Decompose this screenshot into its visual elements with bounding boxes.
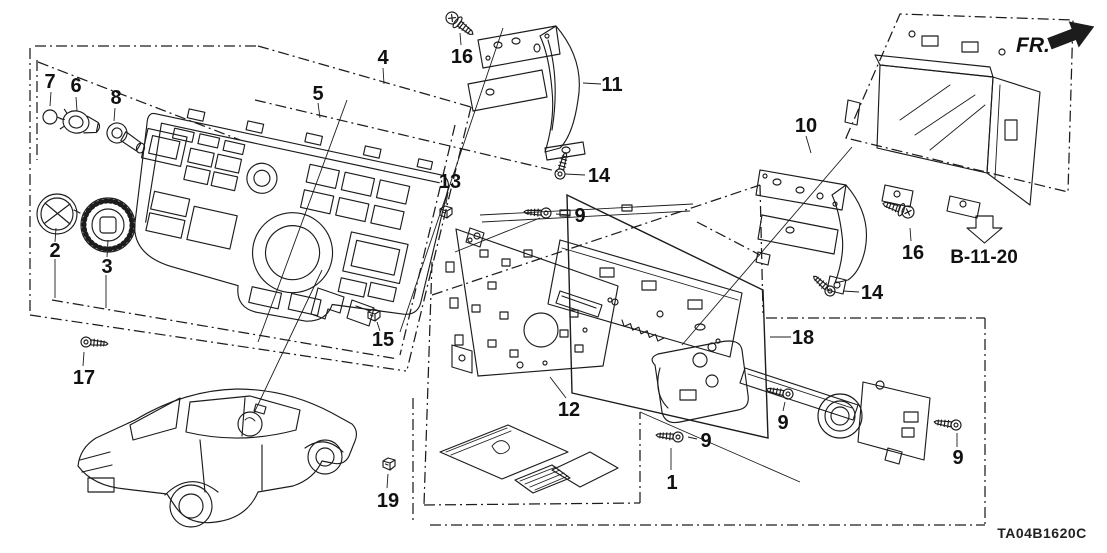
part-label-9-10[interactable]: 9 xyxy=(777,412,788,434)
chassis-unit xyxy=(547,204,743,358)
document-kit xyxy=(439,424,619,494)
reference-b-11-20[interactable]: B-11-20 xyxy=(950,215,1018,268)
screw-14-top xyxy=(553,150,572,181)
part-label-2-1[interactable]: 2 xyxy=(49,240,60,262)
part-label-9-11[interactable]: 9 xyxy=(952,447,963,469)
part-label-16-20[interactable]: 16 xyxy=(902,242,924,264)
bulb-7 xyxy=(42,109,63,125)
circuit-board xyxy=(445,227,619,377)
part-label-15-18[interactable]: 15 xyxy=(372,329,394,351)
socket-8 xyxy=(106,122,146,154)
knob-2 xyxy=(36,193,81,235)
part-label-9-8[interactable]: 9 xyxy=(574,205,585,227)
panel-mount-foot xyxy=(310,287,375,327)
clip-19 xyxy=(382,457,396,471)
screw-17 xyxy=(80,336,109,350)
fr-direction: FR. xyxy=(1016,21,1095,57)
bolt-16-right xyxy=(880,196,917,221)
screw-9-b xyxy=(655,429,684,443)
part-label-3-2[interactable]: 3 xyxy=(101,256,112,278)
part-label-9-9[interactable]: 9 xyxy=(700,430,711,452)
socket-6 xyxy=(59,108,101,134)
down-arrow-icon xyxy=(966,215,1003,244)
control-panel xyxy=(134,108,450,322)
part-label-10-12[interactable]: 10 xyxy=(795,115,817,137)
part-label-19-23[interactable]: 19 xyxy=(377,490,399,512)
leader-lines xyxy=(253,27,853,483)
reference-code[interactable]: B-11-20 xyxy=(950,247,1018,268)
screw-9-a xyxy=(523,206,552,219)
screw-9-c xyxy=(764,383,795,401)
part-label-4-3[interactable]: 4 xyxy=(377,47,389,69)
part-label-13-15[interactable]: 13 xyxy=(439,171,461,193)
bracket-11 xyxy=(467,25,586,161)
car-sketch xyxy=(77,388,358,528)
part-label-7-6[interactable]: 7 xyxy=(44,71,55,93)
part-label-14-17[interactable]: 14 xyxy=(861,282,884,304)
part-label-8-7[interactable]: 8 xyxy=(110,87,121,109)
part-label-6-5[interactable]: 6 xyxy=(70,75,81,97)
part-label-11-13[interactable]: 11 xyxy=(601,74,622,96)
bracket-10 xyxy=(755,169,868,295)
aux-unit xyxy=(817,380,931,465)
part-label-17-21[interactable]: 17 xyxy=(73,367,95,389)
part-label-16-19[interactable]: 16 xyxy=(451,46,473,68)
part-label-14-16[interactable]: 14 xyxy=(588,165,611,187)
screw-9-d xyxy=(932,416,963,432)
rear-unit-box xyxy=(566,193,769,439)
fr-label: FR. xyxy=(1016,34,1050,57)
part-label-1-0[interactable]: 1 xyxy=(666,472,677,494)
display-unit xyxy=(844,30,1041,219)
mech-bracket xyxy=(651,338,859,424)
knob-3 xyxy=(80,197,136,253)
clip-15 xyxy=(367,308,381,322)
part-label-12-14[interactable]: 12 xyxy=(558,399,580,421)
part-label-5-4[interactable]: 5 xyxy=(312,83,323,105)
label-ticks xyxy=(49,32,958,489)
fr-arrow-icon xyxy=(1047,21,1095,50)
diagram-code: TA04B1620C xyxy=(997,525,1087,541)
part-label-18-22[interactable]: 18 xyxy=(792,327,814,349)
